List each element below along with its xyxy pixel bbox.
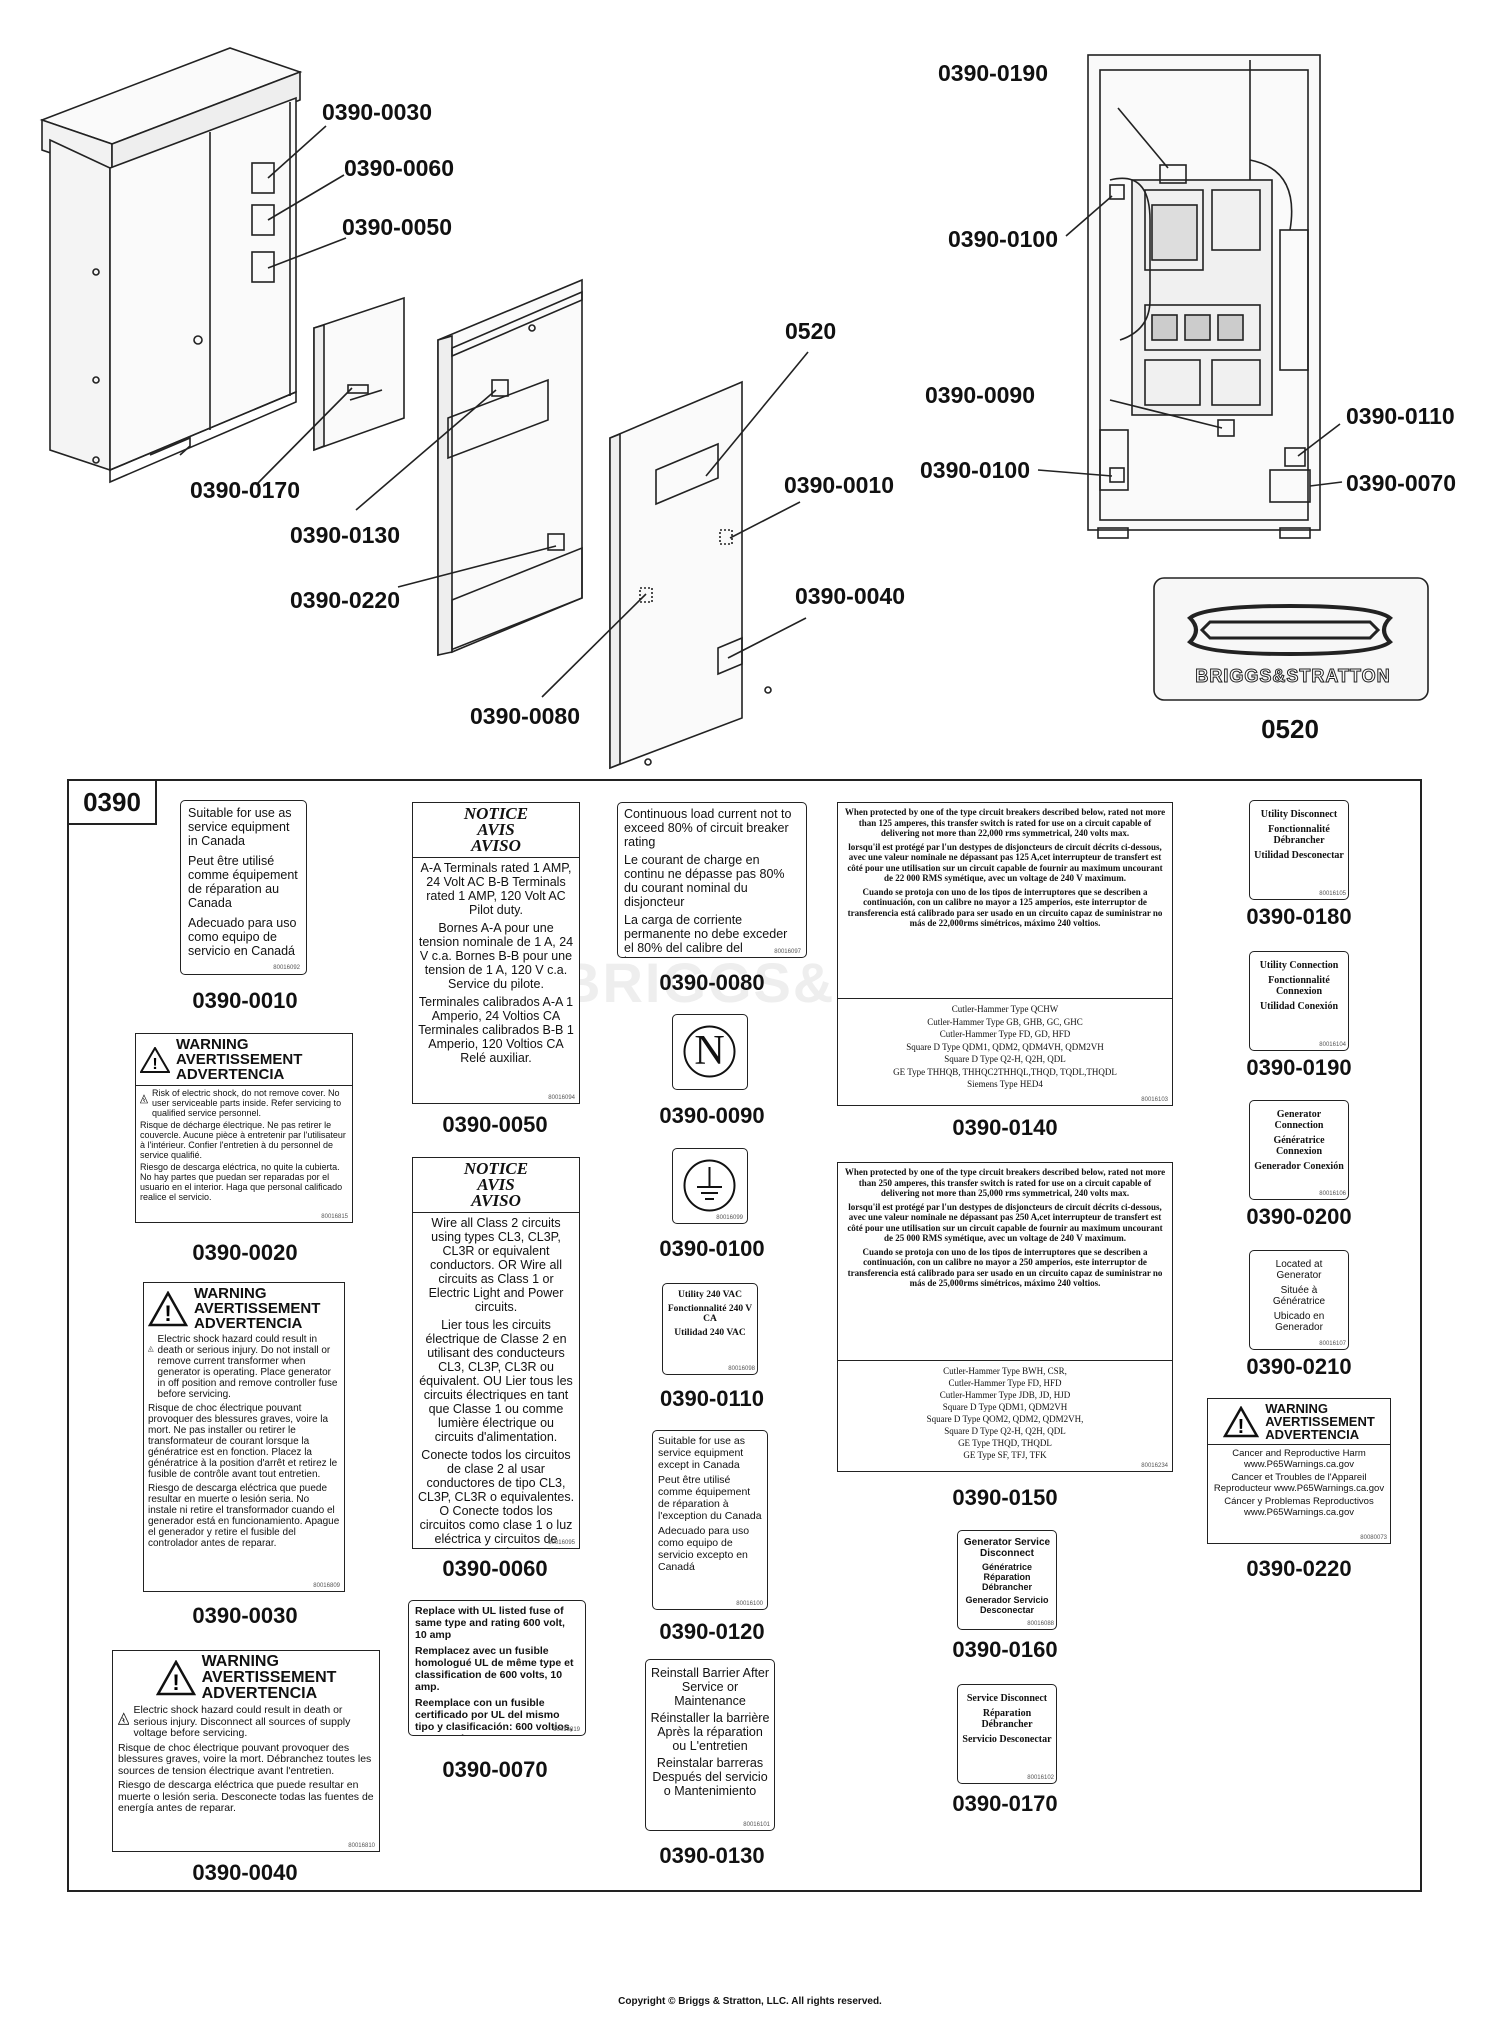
code-0390-0100: 0390-0100: [659, 1236, 765, 1261]
logo-part-code: 0520: [1261, 714, 1319, 744]
code-0390-0160: 0390-0160: [952, 1637, 1058, 1662]
exploded-view-drawing: [39, 47, 1429, 770]
label-0390-0070: Replace with UL listed fuse of same type…: [408, 1600, 586, 1736]
callout-0390-0170: 0390-0170: [190, 477, 300, 503]
code-0390-0060: 0390-0060: [442, 1556, 548, 1581]
svg-text:!: !: [164, 1301, 171, 1326]
code-0390-0020: 0390-0020: [192, 1240, 298, 1265]
code-0390-0190: 0390-0190: [1246, 1055, 1352, 1080]
shock-hand-icon: [140, 1094, 148, 1104]
label-0390-0170: Service Disconnect Réparation Débrancher…: [957, 1684, 1057, 1784]
callout-0390-0070: 0390-0070: [1346, 470, 1456, 496]
code-0390-0090: 0390-0090: [659, 1103, 765, 1128]
callout-0390-0040: 0390-0040: [795, 583, 905, 609]
neutral-symbol-icon: [683, 1025, 736, 1078]
code-0390-0170: 0390-0170: [952, 1791, 1058, 1816]
section-title: 0390: [67, 779, 157, 825]
callout-0390-0220: 0390-0220: [290, 587, 400, 613]
callout-0390-0110: 0390-0110: [1346, 403, 1455, 429]
callout-0390-0100-top: 0390-0100: [948, 226, 1058, 252]
brand-logo-text: BRIGGS&STRATTON: [1195, 666, 1391, 687]
callout-0390-0010: 0390-0010: [784, 472, 894, 498]
code-0390-0150: 0390-0150: [952, 1485, 1058, 1510]
code-0390-0120: 0390-0120: [659, 1619, 765, 1644]
label-0390-0160: Generator Service Disconnect Génératrice…: [957, 1530, 1057, 1630]
labels-section-frame: [67, 779, 1422, 1892]
callout-0390-0080: 0390-0080: [470, 703, 580, 729]
label-0390-0150: When protected by one of the type circui…: [837, 1162, 1173, 1472]
copyright-footer: Copyright © Briggs & Stratton, LLC. All …: [618, 1996, 882, 2007]
code-0390-0140: 0390-0140: [952, 1115, 1058, 1140]
code-0390-0010: 0390-0010: [192, 988, 298, 1013]
callout-0390-0050: 0390-0050: [342, 214, 452, 240]
label-0390-0100: 80016099: [672, 1148, 748, 1224]
code-0390-0070: 0390-0070: [442, 1757, 548, 1782]
warning-triangle-icon: !: [1223, 1405, 1260, 1438]
svg-text:!: !: [172, 1670, 179, 1695]
callout-0390-0130: 0390-0130: [290, 522, 400, 548]
label-0390-0200: Generator Connection Génératrice Connexi…: [1249, 1100, 1349, 1200]
code-0390-0180: 0390-0180: [1246, 904, 1352, 929]
warning-triangle-icon: !: [155, 1660, 196, 1696]
callout-0390-0100-bottom: 0390-0100: [920, 457, 1030, 483]
code-0390-0030: 0390-0030: [192, 1603, 298, 1628]
label-0390-0090: N: [672, 1014, 748, 1090]
label-0390-0080: Continuous load current not to exceed 80…: [617, 802, 807, 958]
callout-0390-0030: 0390-0030: [322, 99, 432, 125]
code-0390-0200: 0390-0200: [1246, 1204, 1352, 1229]
label-0390-0210: Located at Generator Située à Génératric…: [1249, 1250, 1349, 1350]
code-0390-0130: 0390-0130: [659, 1843, 765, 1868]
warning-triangle-icon: !: [140, 1046, 170, 1073]
callout-0390-0090: 0390-0090: [925, 382, 1035, 408]
label-0390-0130: Reinstall Barrier After Service or Maint…: [645, 1659, 775, 1831]
svg-text:!: !: [1238, 1416, 1245, 1438]
ground-symbol-icon: [683, 1159, 736, 1212]
label-0390-0010: Suitable for use as service equipment in…: [180, 800, 307, 975]
code-0390-0080: 0390-0080: [659, 970, 765, 995]
code-0390-0050: 0390-0050: [442, 1112, 548, 1137]
warning-triangle-icon: !: [148, 1290, 188, 1326]
code-0390-0040: 0390-0040: [192, 1860, 298, 1885]
label-0390-0110: Utility 240 VAC Fonctionnalité 240 V CA …: [662, 1283, 758, 1375]
label-0390-0120: Suitable for use as service equipment ex…: [652, 1430, 768, 1610]
shock-hand-icon: [148, 1345, 154, 1352]
svg-text:!: !: [152, 1056, 157, 1073]
code-0390-0220: 0390-0220: [1246, 1556, 1352, 1581]
callout-0390-0190: 0390-0190: [938, 60, 1048, 86]
code-0390-0110: 0390-0110: [660, 1386, 764, 1411]
callout-0520: 0520: [785, 318, 837, 344]
label-0390-0140: When protected by one of the type circui…: [837, 802, 1173, 1106]
label-0390-0180: Utility Disconnect Fonctionnalité Débran…: [1249, 800, 1349, 900]
code-0390-0210: 0390-0210: [1246, 1354, 1352, 1379]
callout-0390-0060: 0390-0060: [344, 155, 454, 181]
label-0390-0190: Utility Connection Fonctionnalité Connex…: [1249, 951, 1349, 1051]
shock-hand-icon: [118, 1712, 130, 1725]
